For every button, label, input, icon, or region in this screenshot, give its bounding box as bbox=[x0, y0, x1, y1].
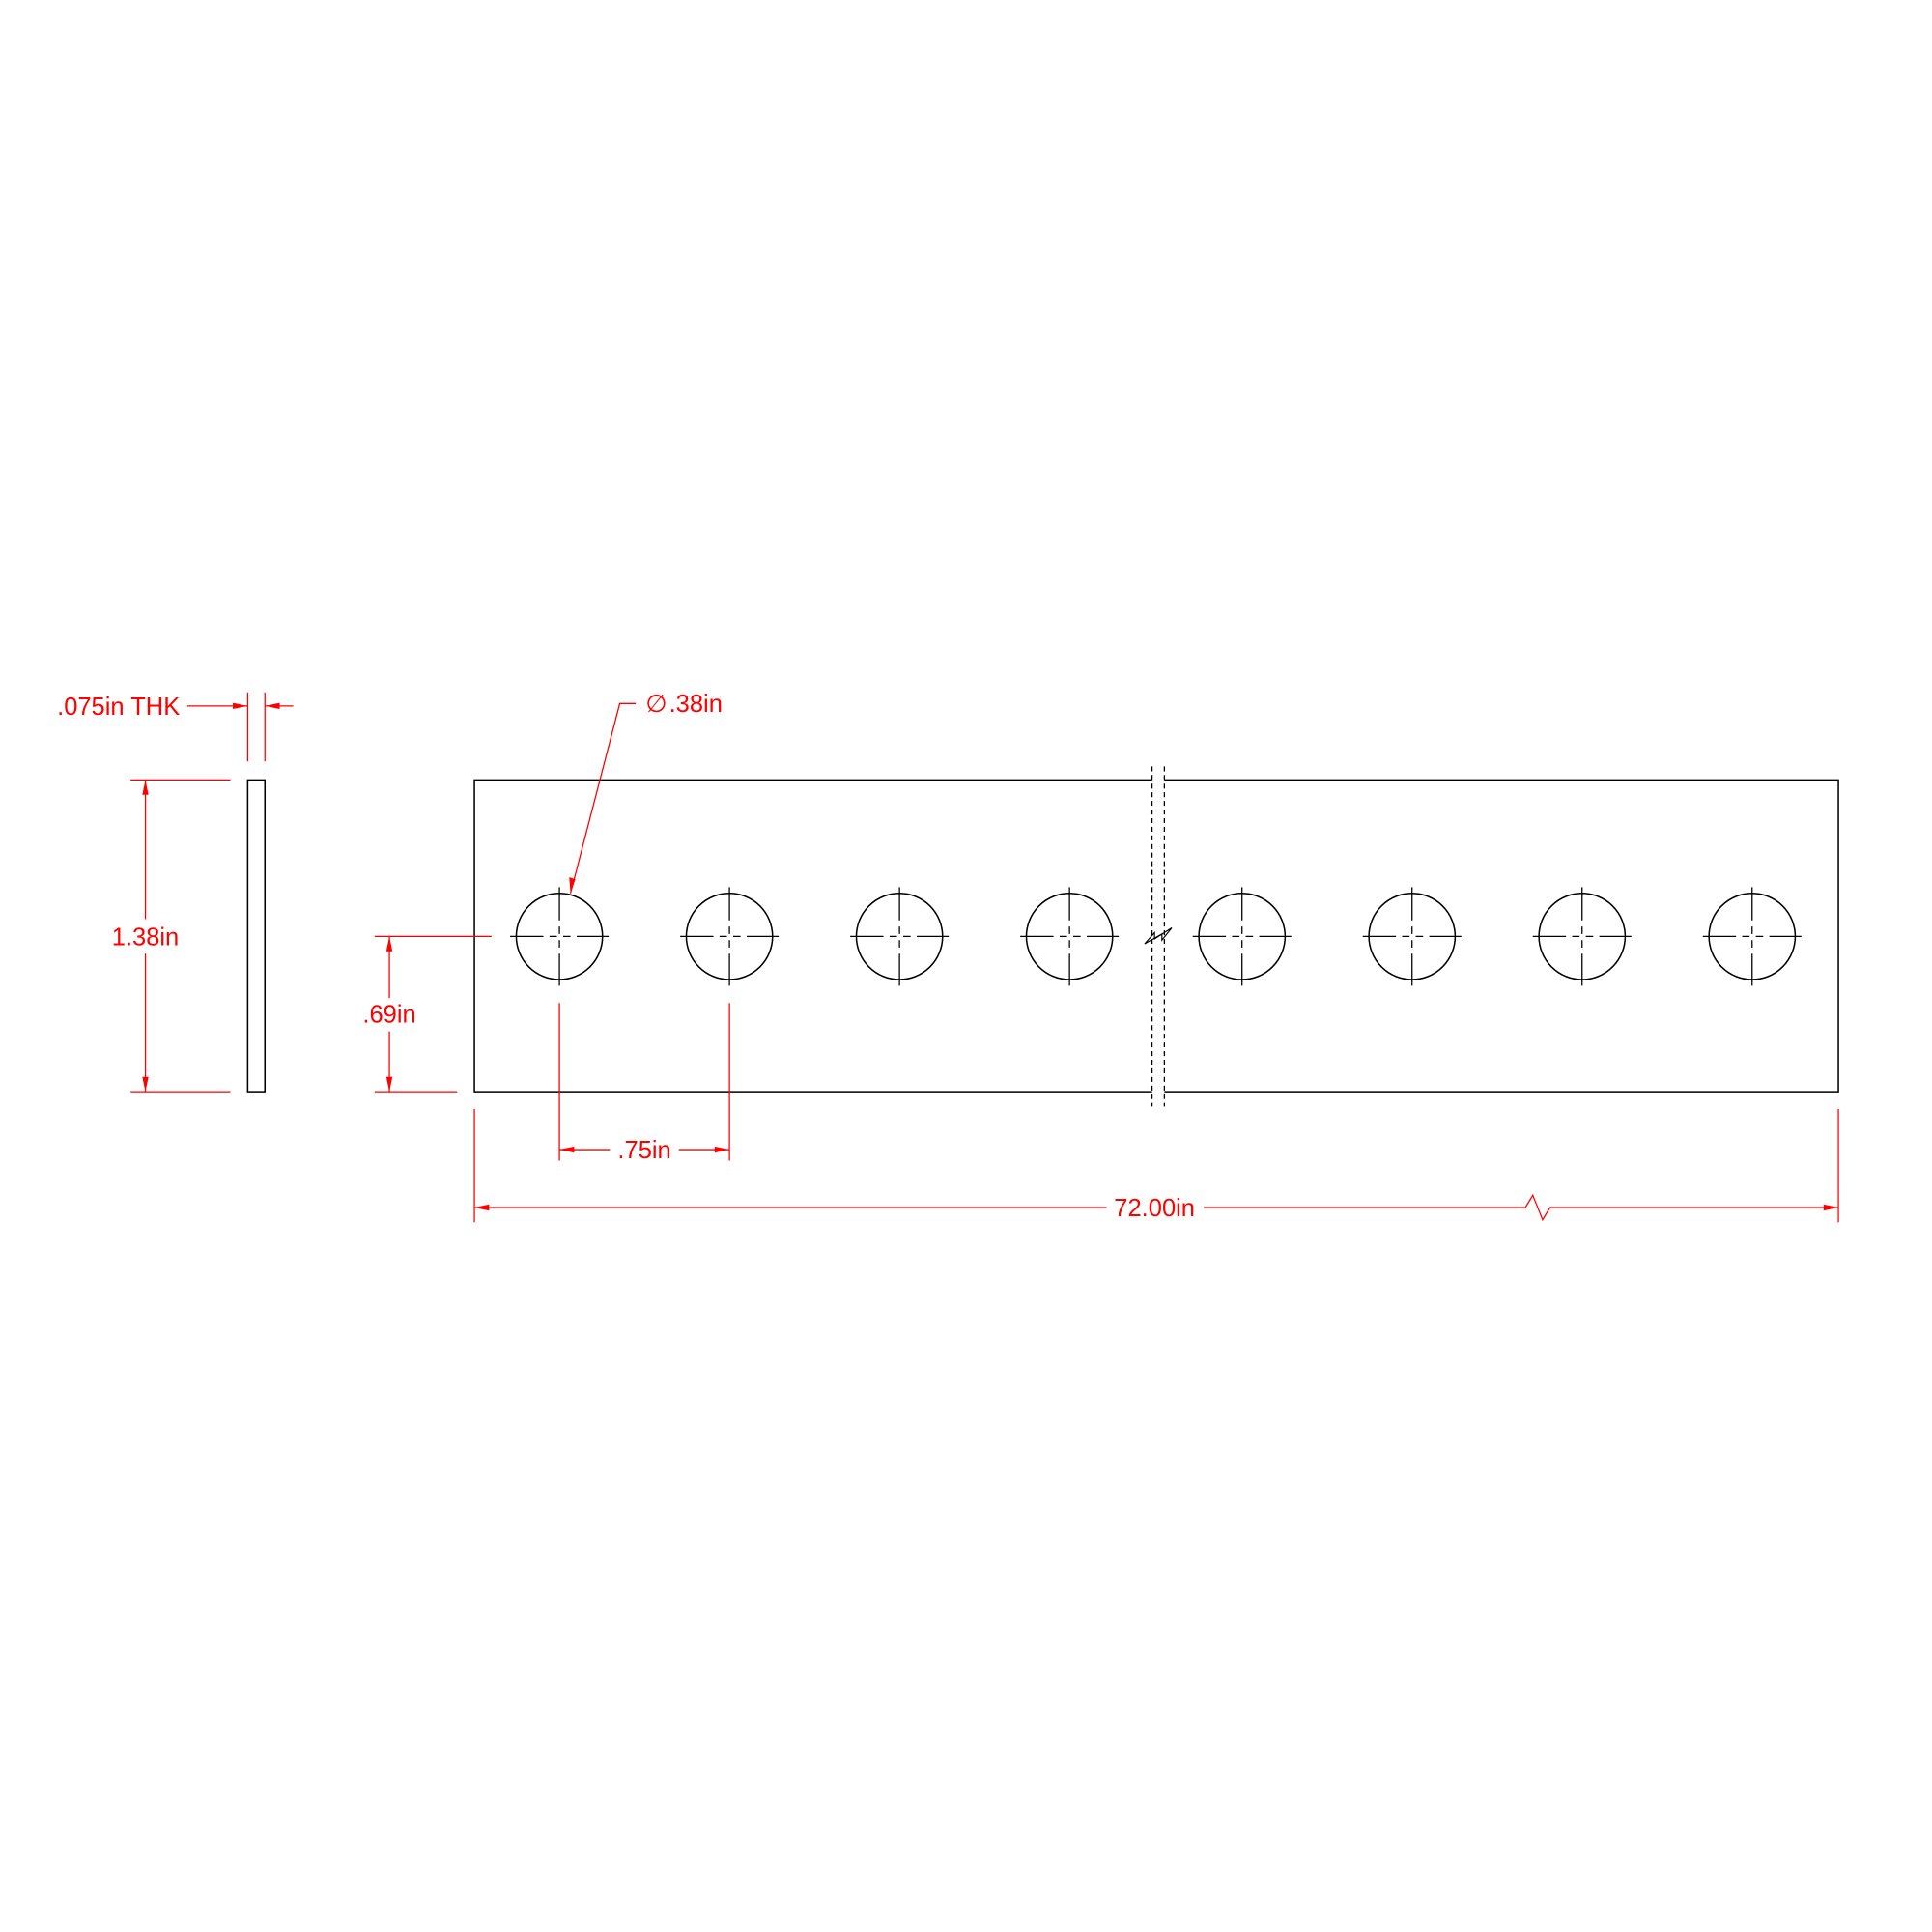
diameter-symbol-icon: ∅ bbox=[645, 691, 667, 718]
front-view-outline bbox=[473, 766, 1839, 1107]
side-view-profile bbox=[246, 779, 266, 1093]
hole bbox=[1702, 887, 1802, 986]
hole bbox=[510, 887, 610, 986]
break-symbol-icon bbox=[1144, 926, 1173, 945]
hole bbox=[1020, 887, 1120, 986]
hole bbox=[1532, 887, 1632, 986]
hole-diameter-label: .38in bbox=[669, 691, 723, 718]
thickness-dimension: .075in THK bbox=[57, 692, 294, 762]
hole-offset-label: .69in bbox=[362, 1002, 415, 1029]
hole bbox=[1362, 887, 1462, 986]
hole bbox=[1192, 887, 1292, 986]
hole-pitch-label: .75in bbox=[617, 1137, 670, 1164]
overall-length-label: 72.00in bbox=[1114, 1195, 1195, 1222]
hole-offset-dimension: .69in bbox=[362, 935, 492, 1093]
hole-pitch-dimension: .75in bbox=[558, 1003, 730, 1164]
hole-diameter-callout: ∅ .38in bbox=[569, 691, 723, 894]
holes bbox=[510, 887, 1802, 986]
hole bbox=[680, 887, 780, 986]
thickness-label: .075in THK bbox=[57, 694, 180, 721]
width-label: 1.38in bbox=[112, 923, 179, 951]
overall-length-dimension: 72.00in bbox=[473, 1108, 1839, 1223]
width-dimension: 1.38in bbox=[112, 779, 231, 1093]
hole bbox=[850, 887, 950, 986]
